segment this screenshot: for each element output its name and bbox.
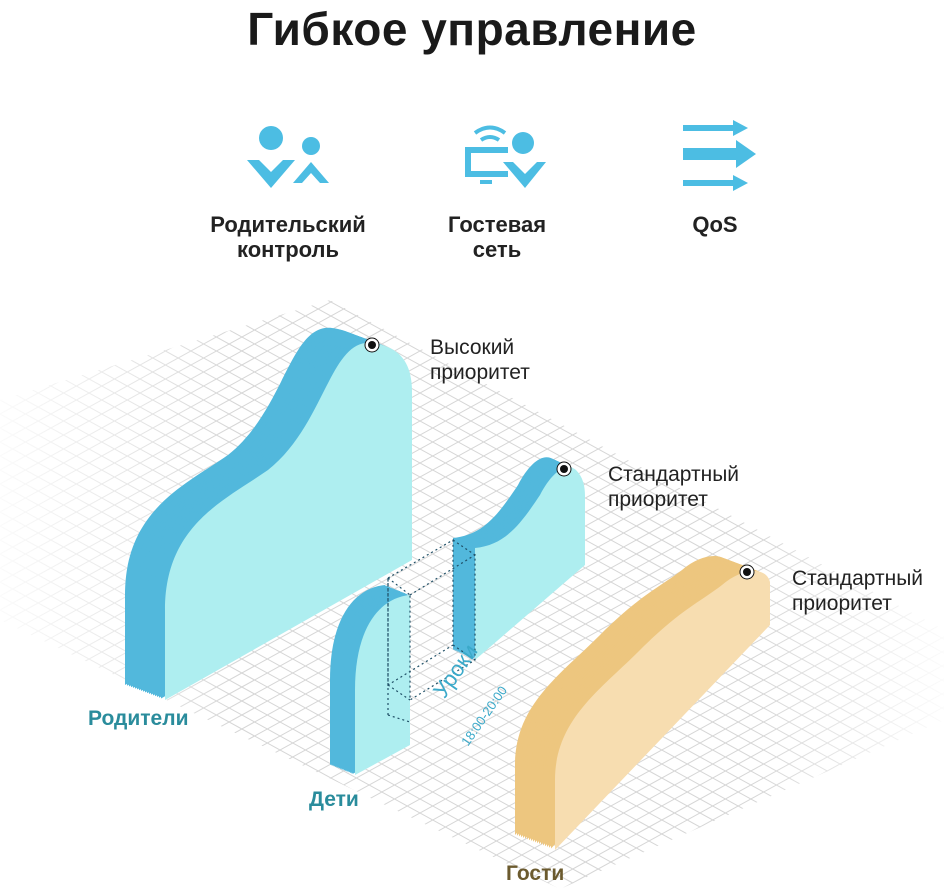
feature-label: Гостевая: [447, 212, 547, 237]
priority-text: Стандартный: [792, 567, 924, 590]
priority-marker: [556, 461, 572, 477]
bar-face: [165, 342, 412, 700]
qos-icon: [683, 120, 756, 191]
kids-bar: [330, 457, 585, 775]
feature-guest-network: Гостевая сеть: [417, 212, 577, 262]
priority-text: приоритет: [608, 488, 708, 511]
bar-face: [475, 467, 585, 660]
parental-control-icon: [247, 126, 329, 188]
feature-label: Родительский: [210, 212, 366, 237]
priority-marker: [364, 337, 380, 353]
priority-text: Высокий: [430, 336, 515, 359]
priority-marker: [739, 564, 755, 580]
feature-parental-control: Родительский контроль: [188, 212, 388, 262]
bar-face: [555, 571, 770, 850]
feature-label: сеть: [472, 237, 522, 262]
parents-label: Родители: [88, 707, 189, 730]
bar-face: [355, 595, 410, 775]
kids-label: Дети: [309, 788, 359, 811]
guests-priority: Стандартный приоритет: [792, 566, 923, 616]
guests-bar: [515, 556, 770, 850]
guests-label: Гости: [506, 862, 565, 885]
priority-text: приоритет: [430, 361, 530, 384]
kids-priority: Стандартный приоритет: [608, 462, 739, 512]
feature-qos: QoS: [655, 212, 775, 237]
parents-priority: Высокий приоритет: [430, 335, 530, 385]
parents-bar: [125, 327, 412, 700]
priority-text: приоритет: [792, 592, 892, 615]
feature-label: QoS: [692, 212, 738, 237]
lessons-window: [387, 538, 476, 723]
guest-network-icon: [465, 125, 546, 188]
feature-label: контроль: [236, 237, 340, 262]
priority-text: Стандартный: [608, 463, 740, 486]
page-title: Гибкое управление: [247, 3, 697, 55]
